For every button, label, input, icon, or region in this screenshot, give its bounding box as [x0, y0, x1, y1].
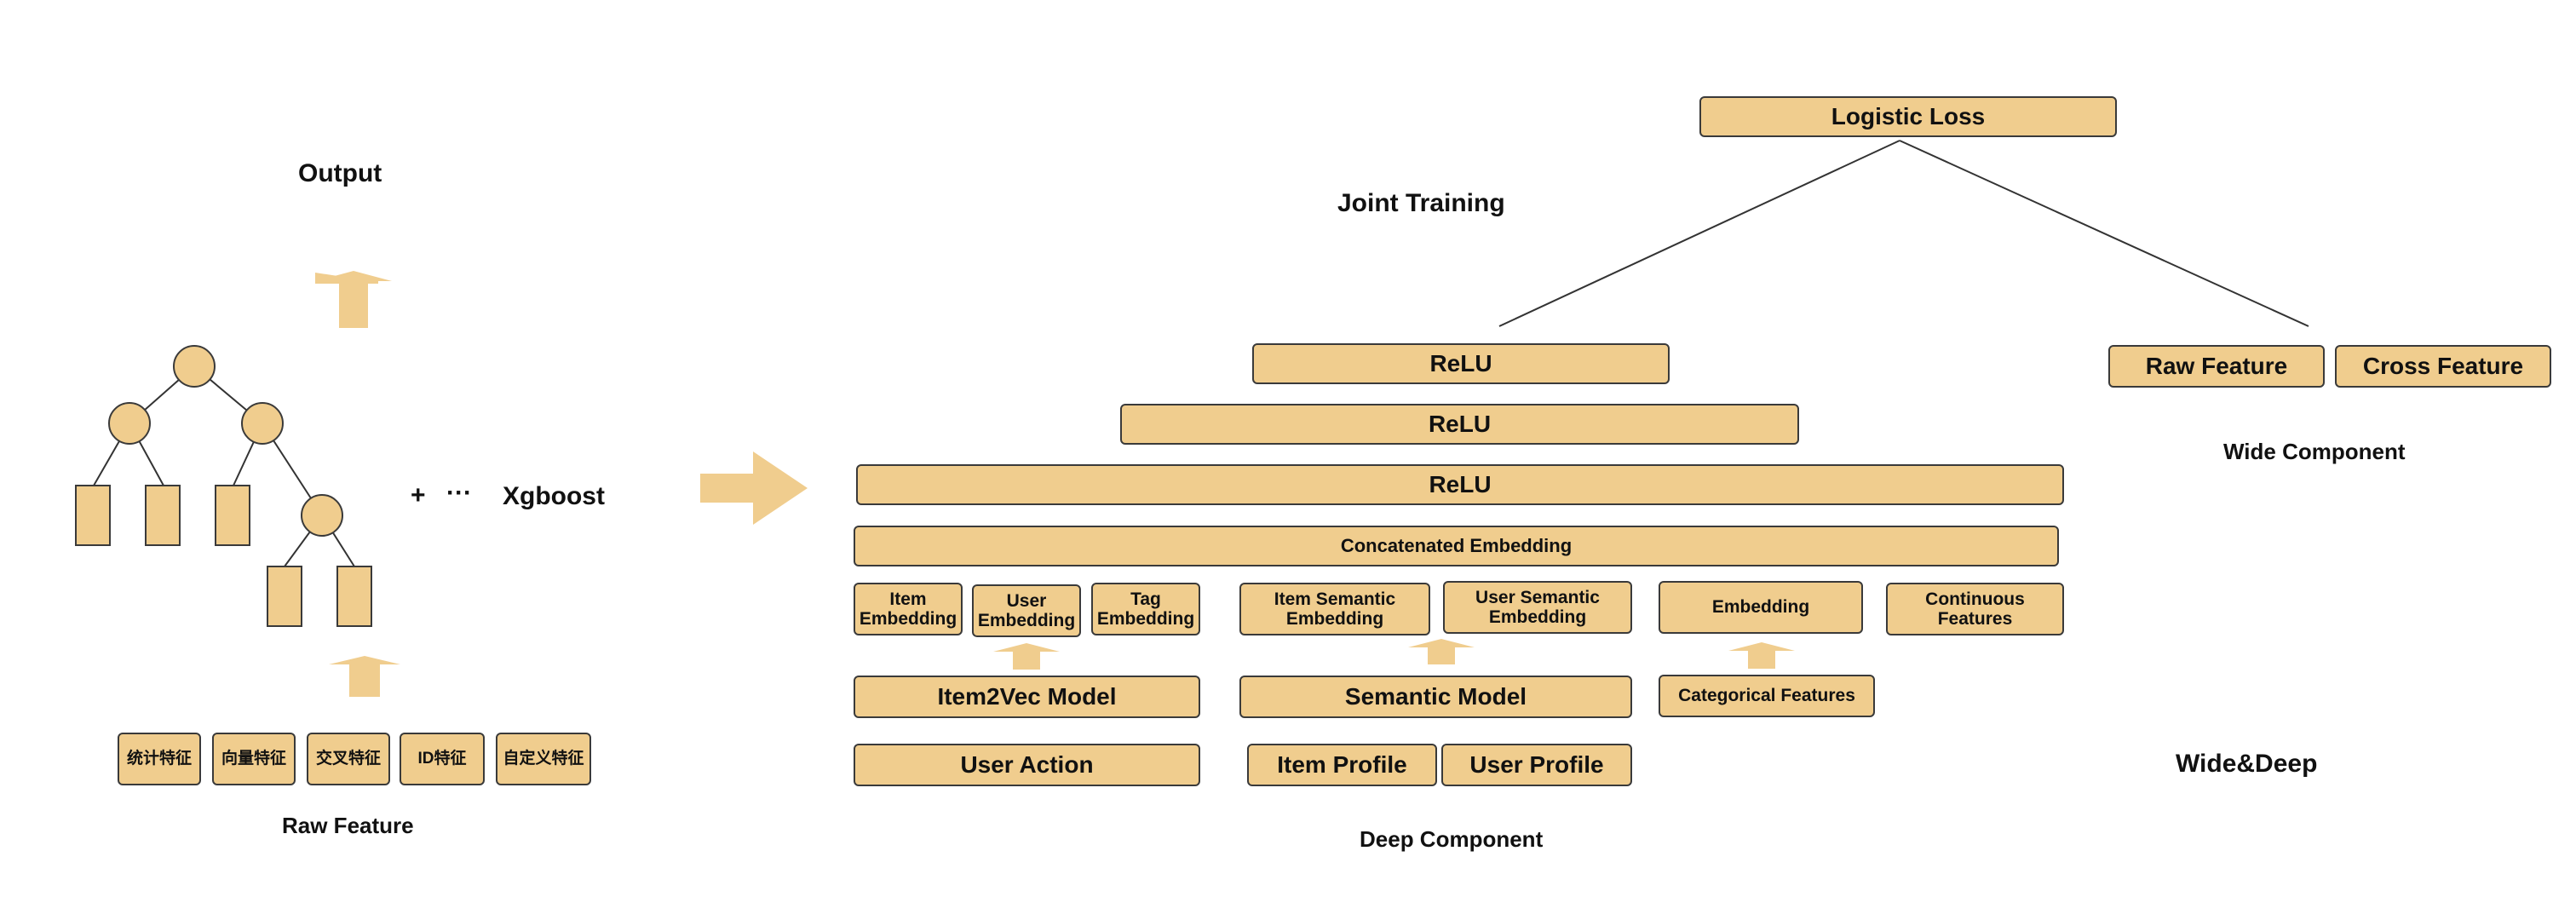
relu-layer-bottom: ReLU — [856, 464, 2064, 505]
user-semantic-embedding-box: User Semantic Embedding — [1443, 581, 1632, 634]
tree-leaf — [145, 485, 181, 546]
ellipsis-symbol: ··· — [446, 479, 472, 507]
output-label: Output — [298, 159, 382, 187]
up-arrow-icon — [1408, 639, 1475, 664]
feature-box: 向量特征 — [212, 733, 296, 785]
relu-layer-middle: ReLU — [1120, 404, 1799, 445]
feature-box: 统计特征 — [118, 733, 201, 785]
tree-leaf — [215, 485, 250, 546]
wide-raw-feature-box: Raw Feature — [2108, 345, 2325, 388]
tree-leaf — [336, 566, 372, 627]
feature-box: 自定义特征 — [496, 733, 591, 785]
semantic-model-box: Semantic Model — [1239, 676, 1632, 718]
user-action-box: User Action — [854, 744, 1200, 786]
relu-layer-top: ReLU — [1252, 343, 1670, 384]
categorical-features-box: Categorical Features — [1659, 675, 1875, 717]
item-profile-box: Item Profile — [1247, 744, 1437, 786]
plus-symbol: + — [411, 481, 426, 509]
tree-leaf — [75, 485, 111, 546]
right-arrow-icon — [700, 451, 808, 525]
item-embedding-box: Item Embedding — [854, 583, 963, 635]
joint-training-label: Joint Training — [1337, 189, 1505, 217]
wide-component-label: Wide Component — [2223, 439, 2406, 464]
up-arrow-icon — [315, 271, 392, 328]
logistic-loss-box: Logistic Loss — [1699, 96, 2117, 137]
tree-node — [108, 402, 151, 445]
tree-root-node — [173, 345, 216, 388]
tree-node — [241, 402, 284, 445]
tree-leaf — [267, 566, 302, 627]
concatenated-embedding-box: Concatenated Embedding — [854, 526, 2059, 566]
xgboost-label: Xgboost — [503, 482, 605, 510]
item-semantic-embedding-box: Item Semantic Embedding — [1239, 583, 1430, 635]
deep-component-label: Deep Component — [1360, 826, 1544, 852]
wide-cross-feature-box: Cross Feature — [2335, 345, 2551, 388]
tree-node — [301, 494, 343, 537]
item2vec-model-box: Item2Vec Model — [854, 676, 1200, 718]
tag-embedding-box: Tag Embedding — [1091, 583, 1200, 635]
connector-line-deep — [1498, 140, 1900, 327]
feature-box: ID特征 — [400, 733, 485, 785]
user-profile-box: User Profile — [1441, 744, 1632, 786]
user-embedding-box: User Embedding — [972, 584, 1081, 637]
continuous-features-box: Continuous Features — [1886, 583, 2064, 635]
embedding-box: Embedding — [1659, 581, 1863, 634]
wide-and-deep-title: Wide&Deep — [2176, 750, 2318, 778]
up-arrow-icon — [329, 656, 400, 697]
up-arrow-icon — [993, 643, 1060, 670]
raw-feature-label: Raw Feature — [282, 813, 414, 838]
up-arrow-icon — [1728, 642, 1795, 669]
connector-line-wide — [1899, 140, 2309, 327]
feature-box: 交叉特征 — [307, 733, 390, 785]
